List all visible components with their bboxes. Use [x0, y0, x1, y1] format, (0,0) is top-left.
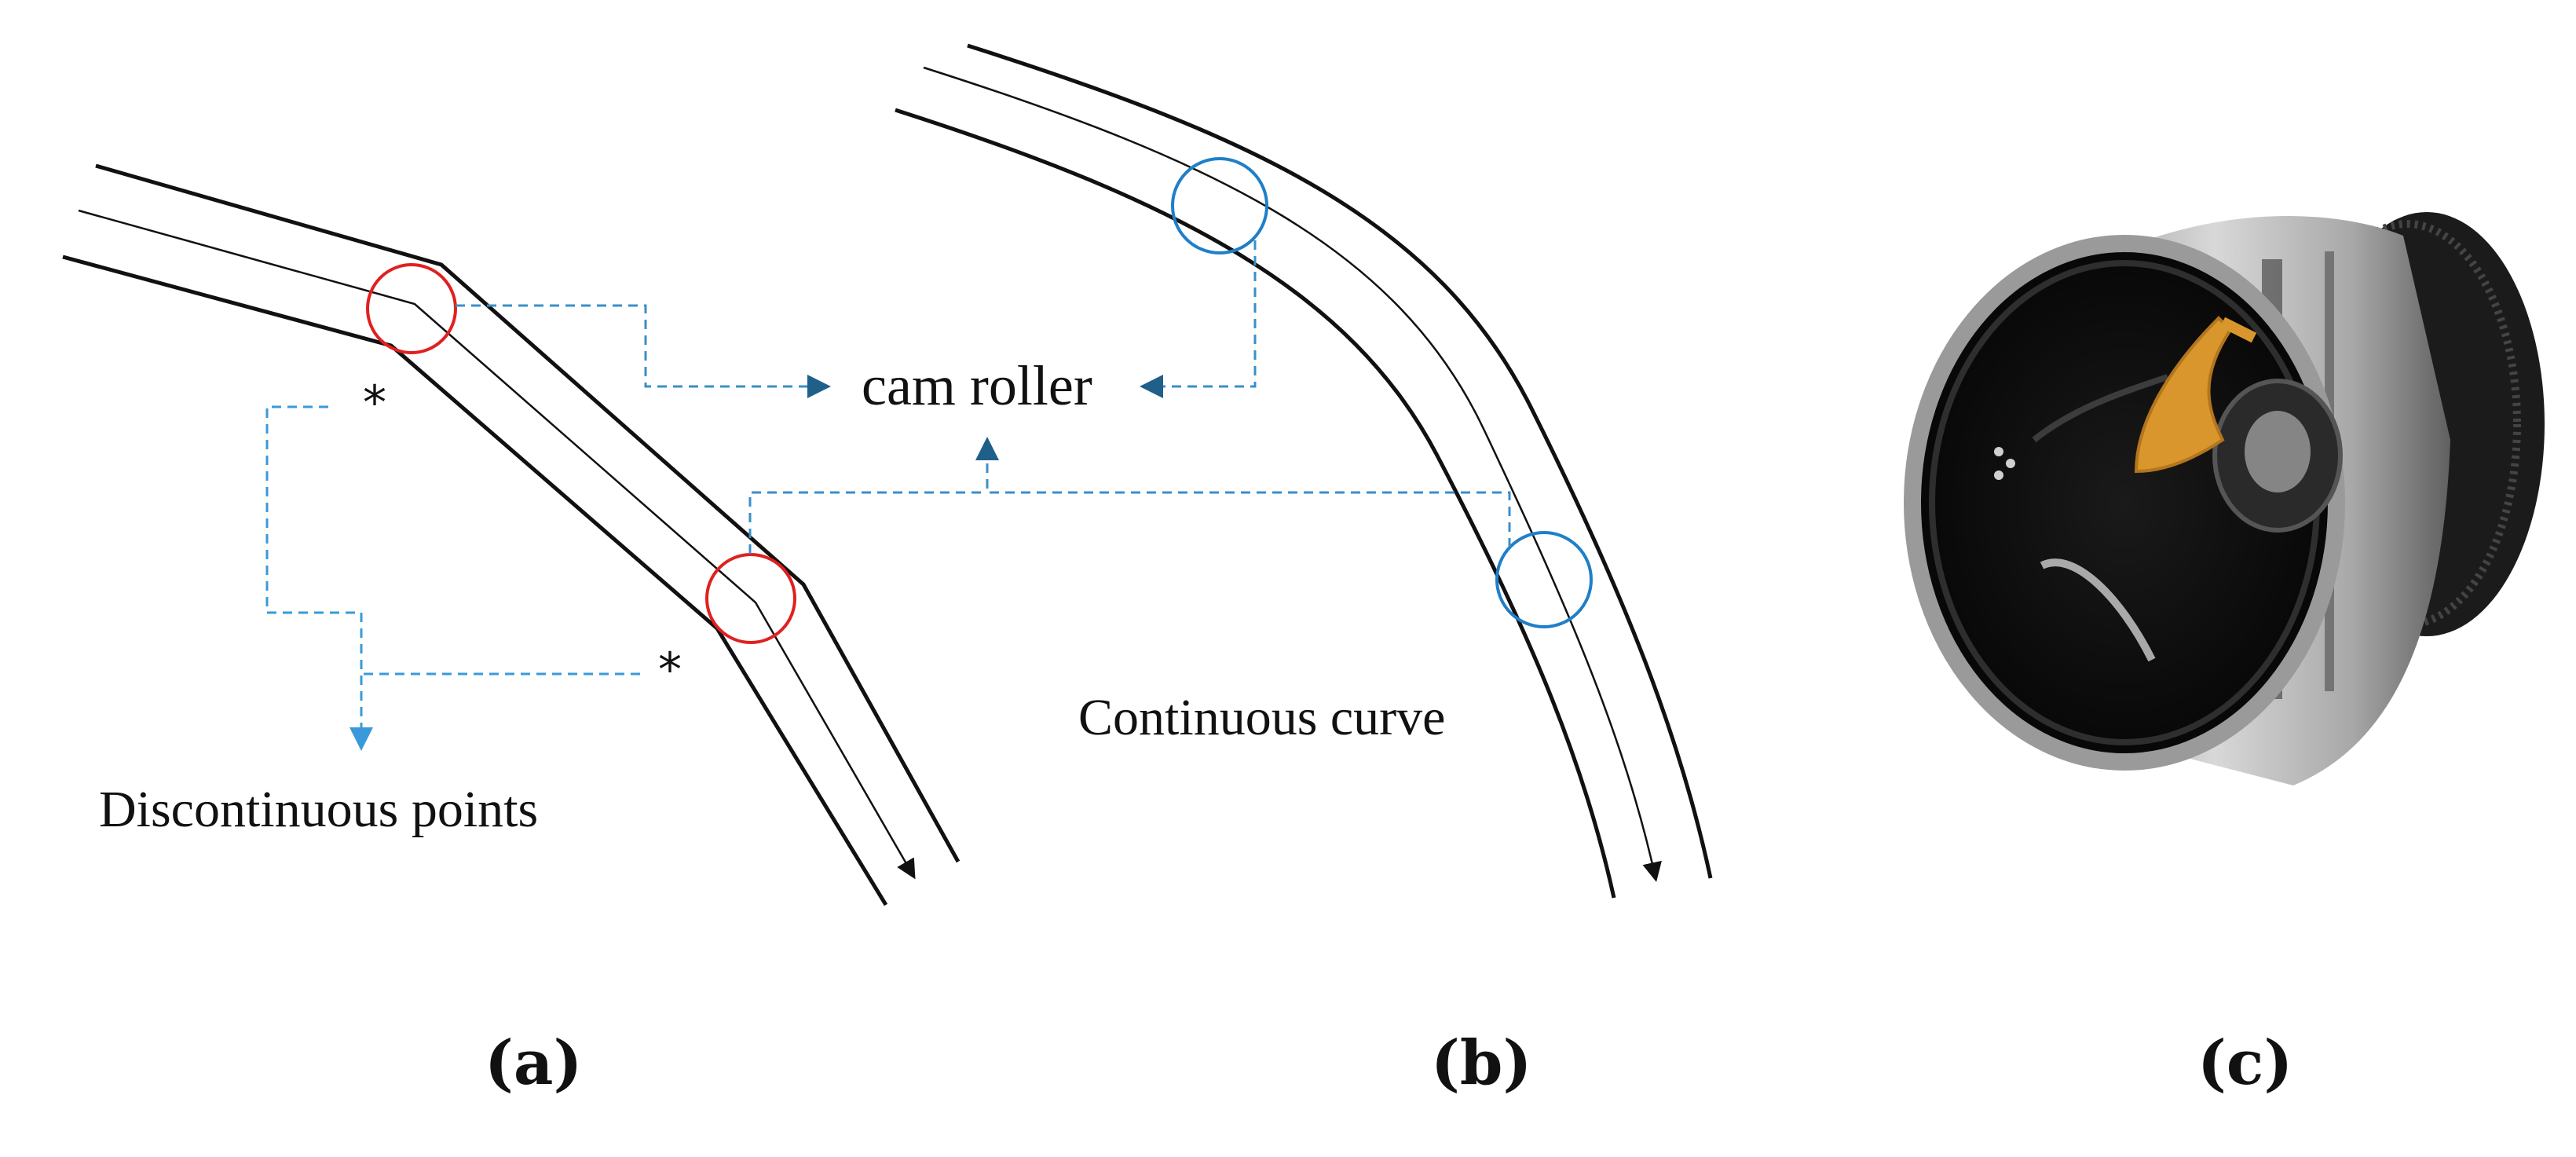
groove-b-lower-wall [895, 108, 1616, 899]
groove-a-upper-wall [95, 163, 961, 863]
leader-a2-to-cam-roller [748, 491, 987, 554]
discontinuity-marker-2: * [658, 643, 682, 697]
continuous-curve-label: Continuous curve [1078, 689, 1445, 746]
panel-b-diagram [895, 43, 1713, 899]
continuous-circle-2 [1495, 531, 1593, 628]
groove-a-lower-wall [62, 254, 888, 906]
panel-label-a: (a) [485, 1027, 582, 1099]
panel-label-c: (c) [2197, 1027, 2292, 1099]
leader-marker1-bracket [265, 405, 373, 751]
discontinuity-marker-1: * [363, 375, 386, 430]
discontinuous-points-label: Discontinuous points [99, 781, 538, 838]
discontinuous-point-circle-2 [705, 553, 796, 644]
discontinuous-point-circle-1 [366, 263, 457, 354]
leader-a1-to-cam-roller [456, 304, 831, 398]
panel-label-b: (b) [1431, 1027, 1531, 1099]
leader-b1-to-cam-roller [1140, 240, 1257, 398]
groove-b-center-path [923, 66, 1662, 882]
lens-cam-barrel-photo [1904, 212, 2545, 785]
continuous-circle-1 [1171, 157, 1268, 254]
groove-a-center-path [78, 209, 916, 880]
panel-a-diagram: * * [62, 163, 961, 906]
leader-b2-to-cam-roller [975, 437, 1511, 547]
cam-roller-label: cam roller [862, 354, 1092, 417]
groove-b-upper-wall [967, 43, 1713, 879]
